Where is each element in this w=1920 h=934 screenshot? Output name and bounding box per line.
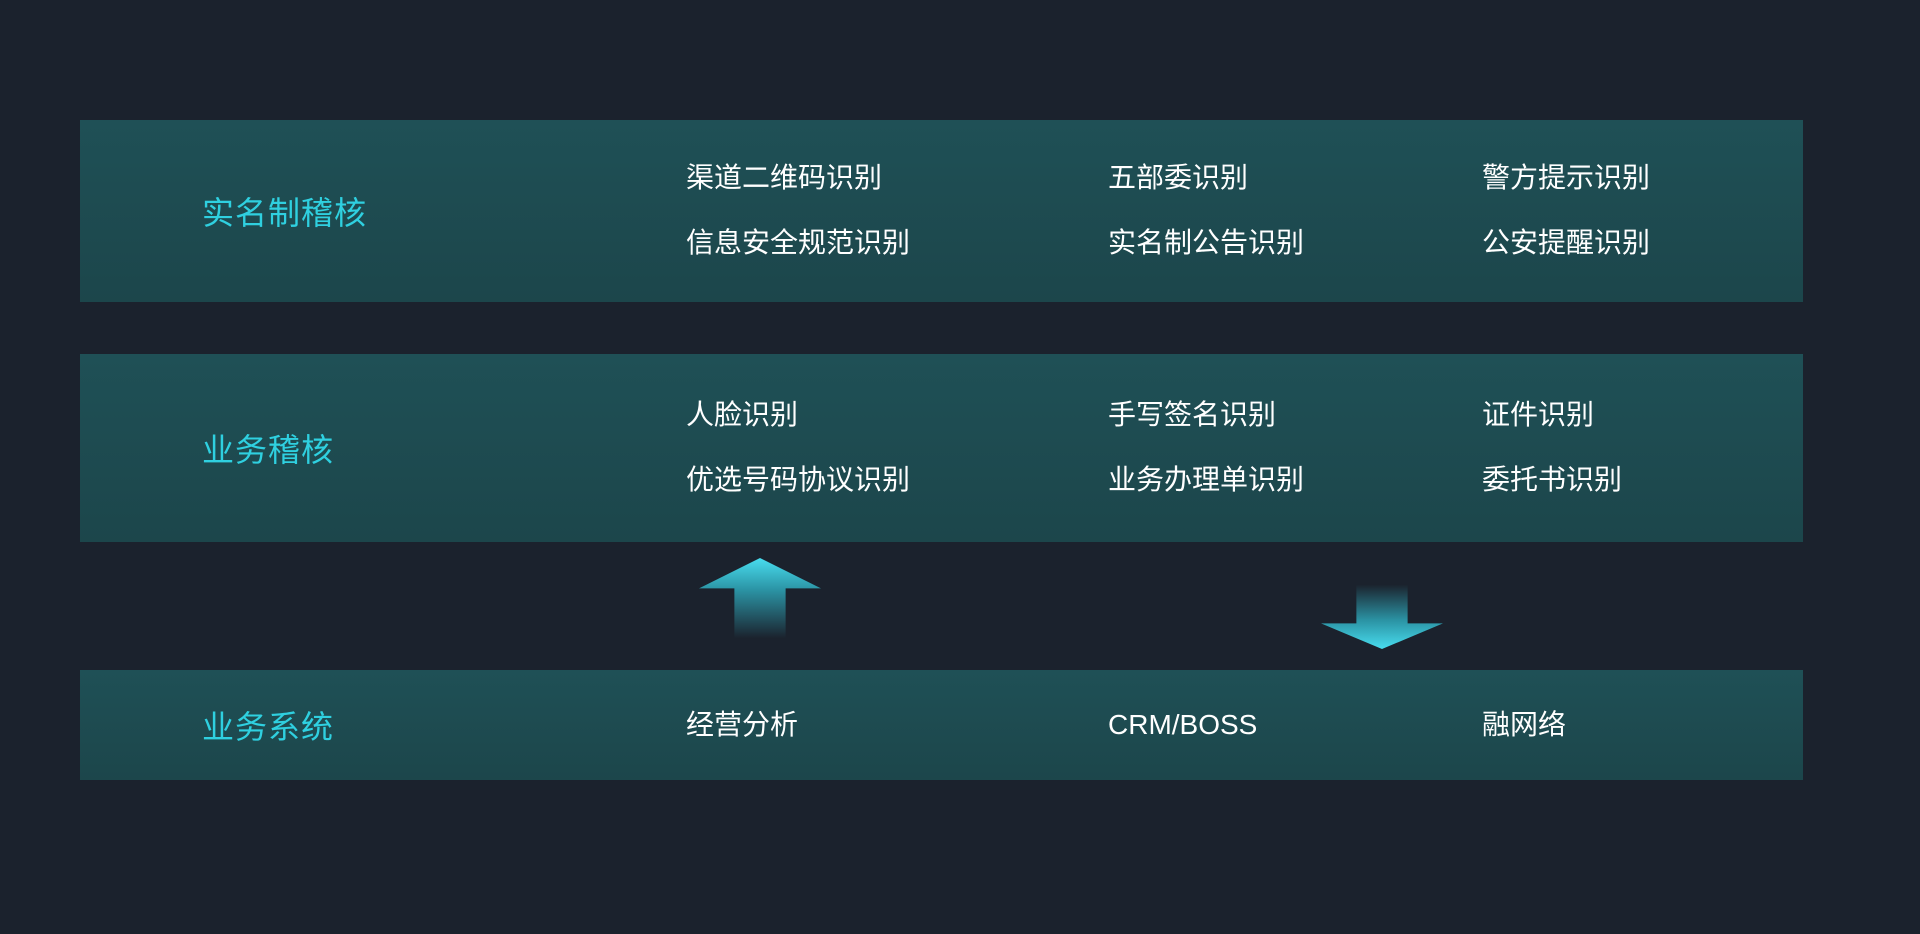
band-column-2: 五部委识别 实名制公告识别 bbox=[1108, 162, 1482, 259]
feature-item: 实名制公告识别 bbox=[1108, 227, 1305, 258]
feature-item: 警方提示识别 bbox=[1482, 162, 1651, 194]
band-business-systems: 业务系统 经营分析 CRM/BOSS 融网络 bbox=[80, 670, 1803, 780]
feature-item: 业务办理单识别 bbox=[1108, 464, 1305, 495]
feature-item: 五部委识别 bbox=[1108, 162, 1249, 194]
band-column-3: 警方提示识别 公安提醒识别 bbox=[1482, 162, 1803, 259]
feature-item: 人脸识别 bbox=[686, 399, 799, 431]
feature-item: 证件识别 bbox=[1482, 399, 1595, 431]
band-business-audit: 业务稽核 人脸识别 优选号码协议识别 手写签名识别 业务办理单识别 证件识别 委… bbox=[80, 354, 1803, 542]
band-label-realname-audit: 实名制稽核 bbox=[202, 195, 368, 231]
band-column-2: CRM/BOSS bbox=[1108, 708, 1482, 741]
band-label-business-audit: 业务稽核 bbox=[202, 432, 335, 468]
band-realname-audit: 实名制稽核 渠道二维码识别 信息安全规范识别 五部委识别 实名制公告识别 警方提… bbox=[80, 120, 1803, 302]
arrow-up-icon bbox=[699, 558, 821, 638]
band-column-1: 经营分析 bbox=[686, 708, 1108, 741]
feature-item: 手写签名识别 bbox=[1108, 399, 1277, 431]
band-label-business-systems: 业务系统 bbox=[202, 709, 335, 745]
band-column-1: 人脸识别 优选号码协议识别 bbox=[686, 399, 1108, 496]
feature-item: 渠道二维码识别 bbox=[686, 162, 883, 194]
system-item: CRM/BOSS bbox=[1108, 708, 1258, 740]
system-item: 经营分析 bbox=[686, 708, 799, 740]
feature-item: 优选号码协议识别 bbox=[686, 464, 911, 495]
arrow-down-icon bbox=[1321, 585, 1443, 649]
band-column-2: 手写签名识别 业务办理单识别 bbox=[1108, 399, 1482, 496]
band-column-1: 渠道二维码识别 信息安全规范识别 bbox=[686, 162, 1108, 259]
band-column-3: 融网络 bbox=[1482, 708, 1803, 741]
system-item: 融网络 bbox=[1482, 708, 1567, 740]
feature-item: 信息安全规范识别 bbox=[686, 227, 911, 258]
feature-item: 委托书识别 bbox=[1482, 464, 1623, 495]
band-column-3: 证件识别 委托书识别 bbox=[1482, 399, 1803, 496]
feature-item: 公安提醒识别 bbox=[1482, 227, 1651, 258]
